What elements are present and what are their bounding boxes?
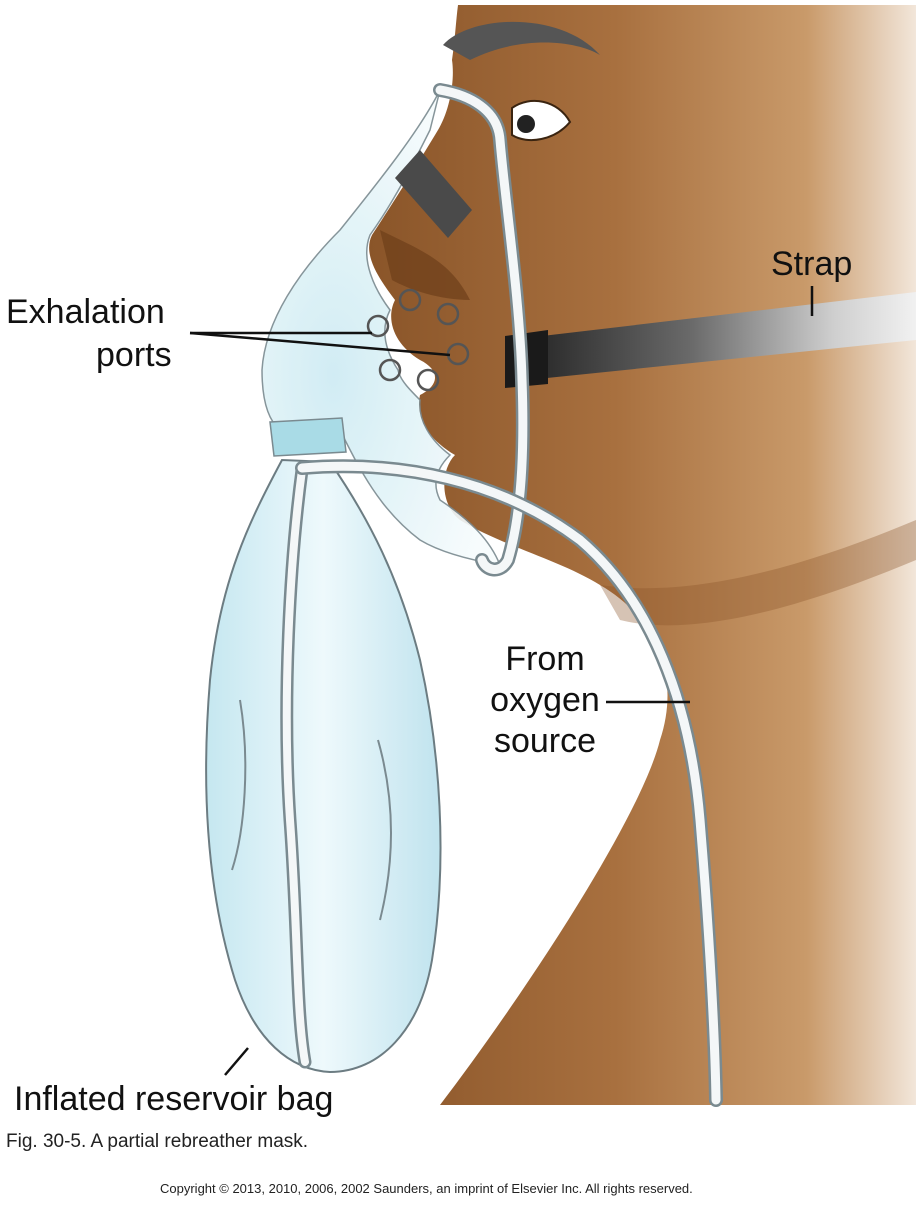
label-source: source [493,722,597,760]
label-oxygen: oxygen [490,681,600,719]
strap-band [508,292,916,382]
exhalation-port [398,288,422,312]
bag-fold [377,739,392,921]
leader-exhalation-lower [189,331,451,357]
label-ports: ports [96,336,172,374]
mask [261,89,502,566]
nose-pad [395,150,472,238]
label-from: From [505,640,585,678]
label-exhalation: Exhalation [6,293,165,331]
eyebrow [443,21,600,60]
nostril-shading [380,230,470,300]
exhalation-port [378,358,402,382]
figure-caption: Fig. 30-5. A partial rebreather mask. [6,1131,309,1152]
bag-tube-inner [282,466,309,1066]
neck-shadow [600,520,916,626]
head [369,5,916,1105]
label-reservoir-bag: Inflated reservoir bag [14,1080,334,1118]
exhalation-port [436,302,460,326]
bag-fold [231,699,247,871]
oxygen-tubing-inner [297,461,721,1105]
mask-wire-inner [435,85,528,574]
mask-shell [261,89,502,566]
head-silhouette [369,5,916,1105]
leader-lines [189,286,814,1076]
exhalation-port [366,314,390,338]
bag-body [205,458,442,1074]
copyright-notice: Copyright © 2013, 2010, 2006, 2002 Saund… [160,1181,693,1196]
mask-collar [269,417,347,457]
iris [517,115,535,133]
exhalation-port [416,368,440,392]
leader-bag [224,1047,249,1076]
label-strap: Strap [771,245,853,283]
reservoir-bag [205,458,442,1074]
